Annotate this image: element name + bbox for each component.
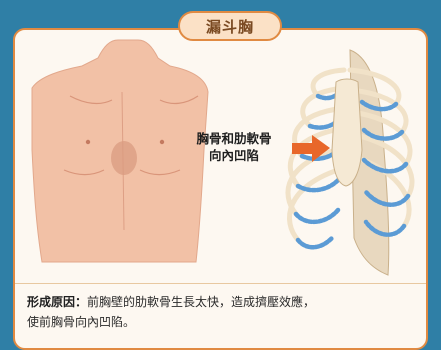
left-nipple — [86, 140, 90, 144]
caption-line2: 使前胸骨向內凹陷。 — [27, 312, 416, 332]
title-badge: 漏斗胸 — [178, 11, 282, 41]
arrow-label: 胸骨和肋軟骨 向內凹陷 — [188, 130, 280, 164]
chest-depression — [111, 141, 137, 175]
torso-figure — [32, 40, 208, 262]
right-nipple — [160, 140, 164, 144]
caption-box: 形成原因：前胸壁的肋軟骨生長太快，造成擠壓效應， 使前胸骨向內凹陷。 — [15, 283, 426, 345]
ribcage-figure — [288, 50, 412, 275]
caption-line1: 前胸壁的肋軟骨生長太快，造成擠壓效應， — [87, 295, 315, 309]
page-title: 漏斗胸 — [206, 16, 254, 37]
caption-heading: 形成原因： — [27, 295, 87, 309]
arrow-label-line1: 胸骨和肋軟骨 — [188, 130, 280, 147]
arrow-label-line2: 向內凹陷 — [188, 147, 280, 164]
